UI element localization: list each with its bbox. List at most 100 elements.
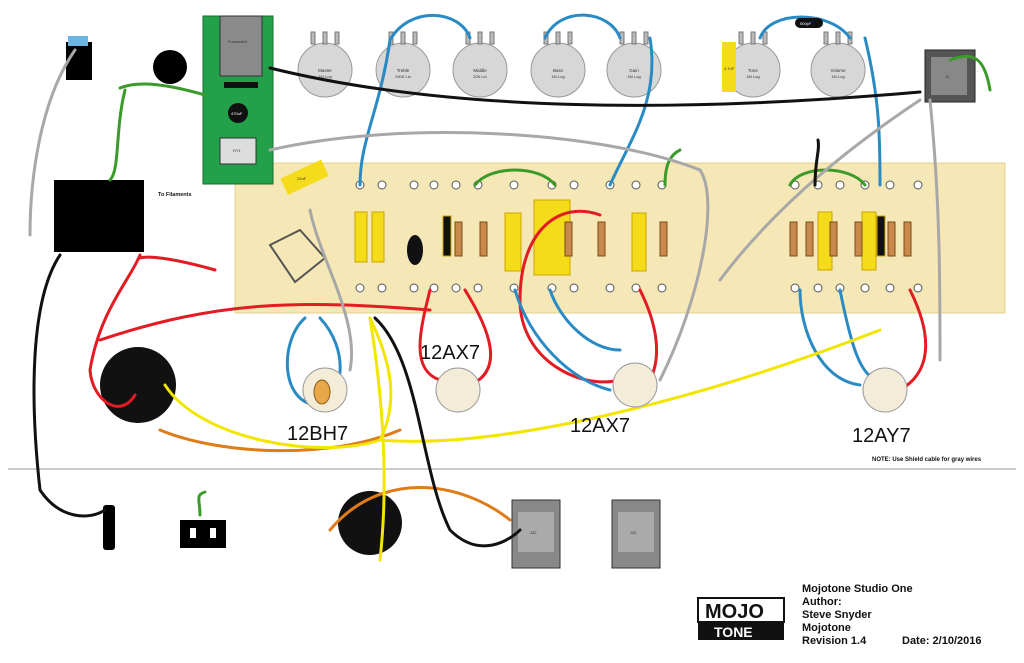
turret-4-bottom: [429, 283, 439, 293]
iec-pin-1: [190, 528, 196, 538]
tube-v2-label: 12AX7: [420, 342, 480, 364]
turret-9-top: [569, 180, 579, 190]
footswitch-label: Footswitch: [228, 39, 247, 44]
turret-5-top: [451, 180, 461, 190]
pot-lug-2: [631, 31, 637, 45]
board-resistor-1: [454, 221, 463, 257]
cap-47nf: [722, 42, 736, 92]
board-resistor-10: [887, 221, 896, 257]
speaker-jack-1-face: [518, 512, 554, 552]
turret-18-top: [913, 180, 923, 190]
tube-sockets: [302, 362, 908, 413]
socket-v3: [612, 362, 658, 408]
speaker-jack-2-face: [618, 512, 654, 552]
board-resistor-2: [479, 221, 488, 257]
board-resistor-5: [659, 221, 668, 257]
pot-lug-3: [412, 31, 418, 45]
turret-10-bottom: [605, 283, 615, 293]
pot-name-label: Gain: [629, 68, 639, 73]
turret-3-bottom: [409, 283, 419, 293]
pot-value-label: 20K Lin: [473, 74, 487, 79]
pot-value-label: 1M Log: [831, 74, 844, 79]
pot-lug-2: [555, 31, 561, 45]
cap-500pf: [795, 18, 823, 28]
turret-6-bottom: [473, 283, 483, 293]
turret-15-top: [835, 180, 845, 190]
pot-name-label: Middle: [473, 68, 487, 73]
turret-14-bottom: [813, 283, 823, 293]
turret-9-bottom: [569, 283, 579, 293]
board-cap-8: [442, 215, 452, 257]
title-line-4: Mojotone: [802, 622, 851, 634]
title-line-3: Steve Snyder: [802, 609, 872, 621]
turret-5-bottom: [451, 283, 461, 293]
cap-22nf: [280, 159, 329, 195]
pot-value-label: 1M Log: [318, 74, 331, 79]
socket-v4: [862, 367, 908, 413]
to-filaments-label: To Filaments: [158, 192, 192, 198]
turret-11-top: [631, 180, 641, 190]
shield-note: NOTE: Use Shield cable for gray wires: [872, 457, 982, 463]
logo-top-text: MOJO: [705, 601, 764, 623]
impedance-selector: [338, 491, 402, 555]
turret-2-bottom: [377, 283, 387, 293]
mojo-logo-bottom: [698, 622, 784, 640]
pot-lug-3: [334, 31, 340, 45]
turret-12-bottom: [657, 283, 667, 293]
board-resistor-8: [829, 221, 838, 257]
board-cap-9: [876, 215, 886, 257]
pot-lug-2: [322, 31, 328, 45]
cap-470uf-label: 470uF: [231, 111, 243, 116]
socket-v1-cap: [313, 379, 331, 405]
pot-name-label: Treble: [397, 68, 410, 73]
turret-7-top: [509, 180, 519, 190]
turret-17-top: [885, 180, 895, 190]
cap-22nf-label: 22nF: [297, 176, 307, 181]
pot-name-label: Bass: [553, 68, 564, 73]
pot-lug-2: [400, 31, 406, 45]
pilot-lamp: [153, 50, 187, 84]
pot-value-label: 1M Log: [627, 74, 640, 79]
cap-47nf-label: 4.7nF: [724, 66, 735, 71]
board-cap-3: [504, 212, 522, 272]
standby-switch: [103, 505, 115, 550]
board-cap-7: [861, 211, 877, 271]
pcb-part-1: [224, 82, 258, 88]
logo-bottom-text: TONE: [714, 624, 753, 640]
turret-17-bottom: [885, 283, 895, 293]
turret-11-bottom: [631, 283, 641, 293]
pot-lug-1: [310, 31, 316, 45]
footswitch-jack: [219, 15, 263, 77]
j1-label: J1: [945, 74, 950, 79]
tube-v1-label: 12BH7: [287, 423, 348, 445]
pot-value-label: 1M Log: [746, 74, 759, 79]
pot-lug-1: [738, 31, 744, 45]
iec-power-inlet: [180, 520, 226, 548]
board-resistor-11: [903, 221, 912, 257]
turret-13-bottom: [790, 283, 800, 293]
iec-pin-2: [210, 528, 216, 538]
pot-value-label: 1M Log: [551, 74, 564, 79]
fuse-holder: [66, 42, 92, 80]
board-resistor-6: [789, 221, 798, 257]
cap-470uf: [228, 103, 248, 123]
mojo-logo-top: [697, 597, 785, 623]
pot-lug-3: [489, 31, 495, 45]
turret-4-top: [429, 180, 439, 190]
board-resistor-4: [597, 221, 606, 257]
board-resistor-7: [805, 221, 814, 257]
title-date: Date: 2/10/2016: [902, 635, 982, 647]
output-jack-face: [931, 57, 967, 95]
title-line-2: Author:: [802, 596, 842, 608]
board-cap-5: [631, 212, 647, 272]
fuse-cap: [68, 36, 88, 46]
